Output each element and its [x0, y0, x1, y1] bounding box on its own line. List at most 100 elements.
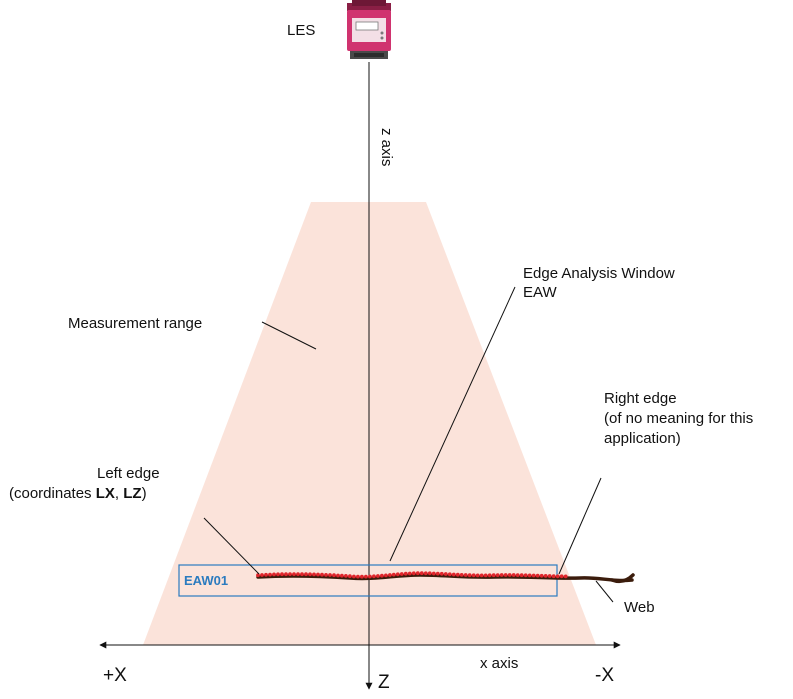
z-symbol-label: Z	[378, 672, 390, 693]
measured-point	[447, 572, 452, 577]
web-label: Web	[624, 599, 655, 616]
left-edge-suffix: )	[142, 485, 147, 502]
measured-point	[407, 571, 412, 576]
left-edge-line1: Left edge	[97, 465, 160, 482]
eaw-id-label: EAW01	[184, 573, 228, 588]
measured-point	[443, 572, 448, 576]
right-edge-line2: (of no meaning for this	[604, 410, 753, 427]
measured-point	[523, 573, 528, 578]
measured-point	[499, 573, 504, 577]
measured-point	[427, 571, 432, 576]
measured-point	[384, 573, 388, 578]
measured-point	[439, 571, 444, 576]
measured-point	[296, 572, 300, 576]
x-plus-label: +X	[103, 665, 127, 686]
measured-point	[328, 573, 332, 577]
measured-point	[551, 574, 556, 579]
measured-point	[399, 572, 404, 576]
measured-point	[312, 572, 316, 577]
measured-point	[487, 573, 492, 578]
measured-point	[539, 573, 544, 578]
eaw-leader	[389, 286, 516, 562]
measured-point	[423, 571, 428, 576]
measured-point	[280, 572, 284, 577]
measured-point	[380, 573, 384, 578]
measured-point	[483, 573, 488, 578]
measured-point	[559, 574, 564, 579]
measured-point	[519, 573, 524, 578]
measured-point	[268, 572, 272, 577]
measured-point	[364, 574, 368, 579]
measured-point	[344, 574, 348, 578]
measured-point	[419, 571, 424, 576]
measured-point	[336, 573, 340, 578]
measured-point	[324, 573, 328, 577]
measured-point	[515, 573, 520, 577]
measured-point	[352, 574, 356, 579]
left-edge-sep: ,	[115, 485, 123, 502]
web-curve	[256, 573, 634, 583]
measured-point	[308, 572, 312, 577]
measurement-range-leader	[261, 321, 317, 350]
measured-point	[340, 573, 344, 578]
measured-points	[256, 571, 568, 579]
measured-point	[376, 574, 380, 578]
measured-point	[272, 572, 276, 577]
right-edge-leader	[558, 477, 602, 575]
measured-point	[388, 573, 392, 577]
eaw-title-line1: Edge Analysis Window	[523, 265, 675, 282]
measured-point	[316, 572, 320, 577]
measured-point	[260, 573, 264, 577]
measured-point	[391, 572, 396, 577]
measured-point	[503, 573, 508, 577]
x-minus-label: -X	[595, 665, 614, 686]
left-edge-prefix: (coordinates	[9, 485, 96, 502]
measured-point	[411, 571, 416, 576]
measured-point	[284, 572, 288, 577]
measured-point	[535, 573, 540, 578]
measured-point	[531, 573, 536, 578]
measured-point	[463, 573, 468, 577]
web-end	[610, 573, 635, 584]
measured-point	[256, 573, 260, 578]
measured-point	[511, 573, 516, 577]
measured-point	[507, 573, 512, 577]
left-edge-line2: (coordinates LX, LZ)	[9, 485, 147, 502]
measured-point	[276, 572, 280, 577]
measured-point	[547, 574, 552, 578]
measured-point	[360, 574, 364, 579]
right-edge-line3: application)	[604, 430, 681, 447]
measured-point	[527, 573, 532, 578]
measured-point	[403, 571, 408, 576]
measured-point	[332, 573, 336, 578]
measured-point	[431, 571, 436, 576]
left-edge-lz: LZ	[123, 485, 141, 502]
eaw-box	[178, 564, 558, 597]
measured-point	[415, 571, 420, 576]
measured-point	[395, 572, 400, 577]
measured-point	[300, 572, 304, 577]
measured-point	[475, 573, 480, 578]
measured-point	[491, 573, 496, 578]
measured-point	[372, 574, 376, 579]
x-axis-label: x axis	[480, 655, 518, 672]
sensor-label: LES	[287, 22, 315, 39]
measurement-range-label: Measurement range	[68, 315, 202, 332]
right-edge-line1: Right edge	[604, 390, 677, 407]
measured-point	[304, 572, 308, 577]
measured-point	[455, 572, 460, 577]
measured-point	[555, 574, 560, 579]
measured-point	[495, 573, 500, 577]
measured-point	[435, 571, 440, 576]
web-leader	[595, 580, 614, 603]
measured-point	[563, 574, 568, 579]
measured-point	[543, 574, 548, 578]
measured-point	[348, 574, 352, 579]
measured-point	[459, 573, 464, 577]
z-axis-label: z axis	[378, 128, 395, 166]
sensor-device-icon	[347, 0, 391, 59]
left-edge-lx: LX	[96, 485, 115, 502]
measured-point	[451, 572, 456, 577]
measured-point	[479, 573, 484, 578]
